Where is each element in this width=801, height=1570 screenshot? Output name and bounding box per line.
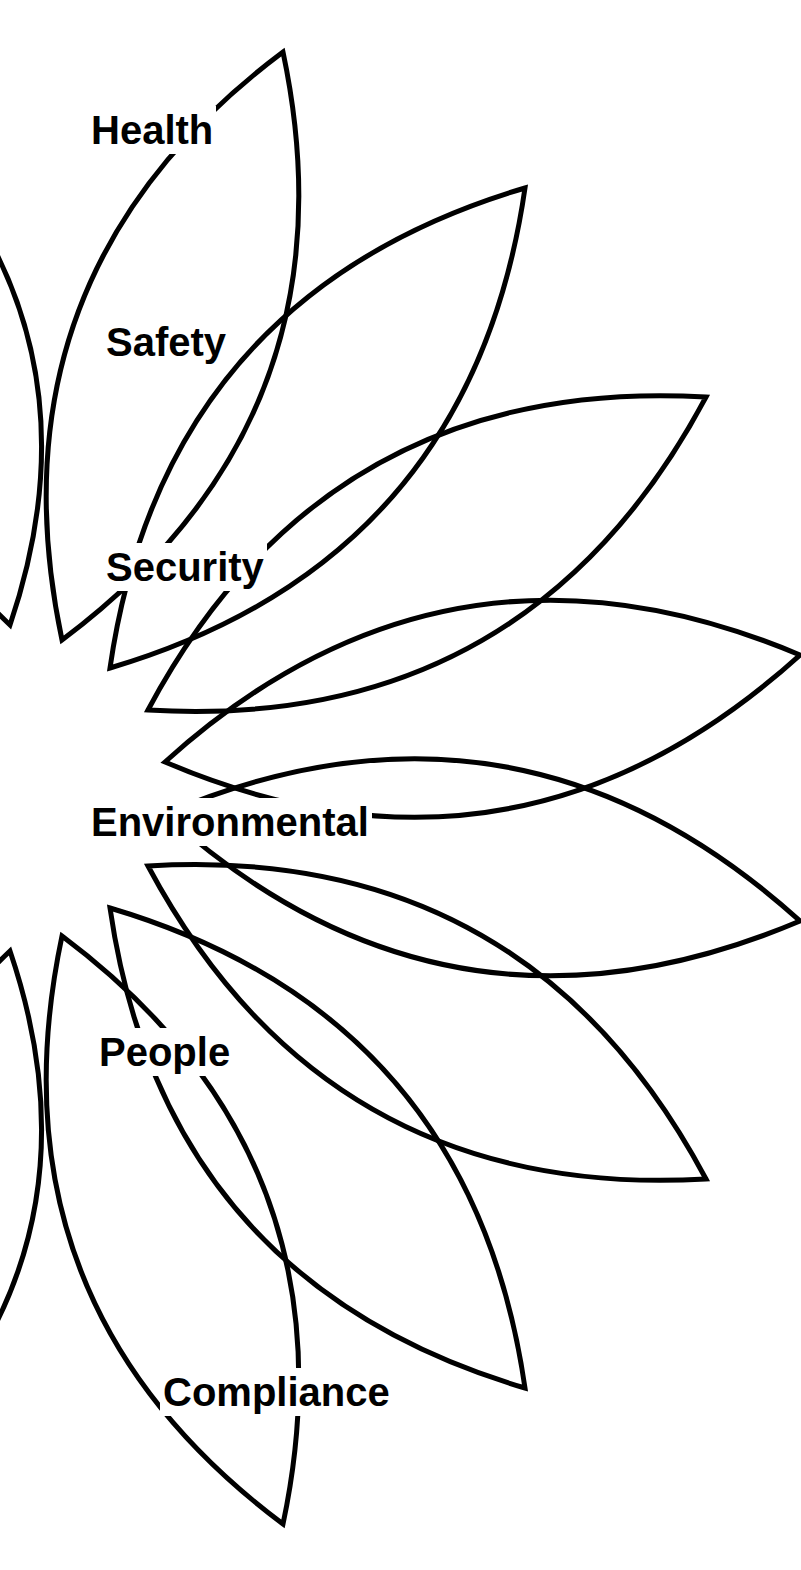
petal xyxy=(46,52,299,640)
category-label: Health xyxy=(88,106,216,154)
petal xyxy=(0,100,42,625)
category-label: Environmental xyxy=(88,798,372,846)
category-label: People xyxy=(96,1028,233,1076)
petal xyxy=(148,865,706,1181)
petal xyxy=(46,936,299,1524)
category-label: Safety xyxy=(103,318,229,366)
category-label: Compliance xyxy=(160,1368,393,1416)
petal xyxy=(110,908,525,1388)
category-label: Security xyxy=(103,543,267,591)
petal xyxy=(0,951,42,1476)
petal xyxy=(110,188,525,668)
